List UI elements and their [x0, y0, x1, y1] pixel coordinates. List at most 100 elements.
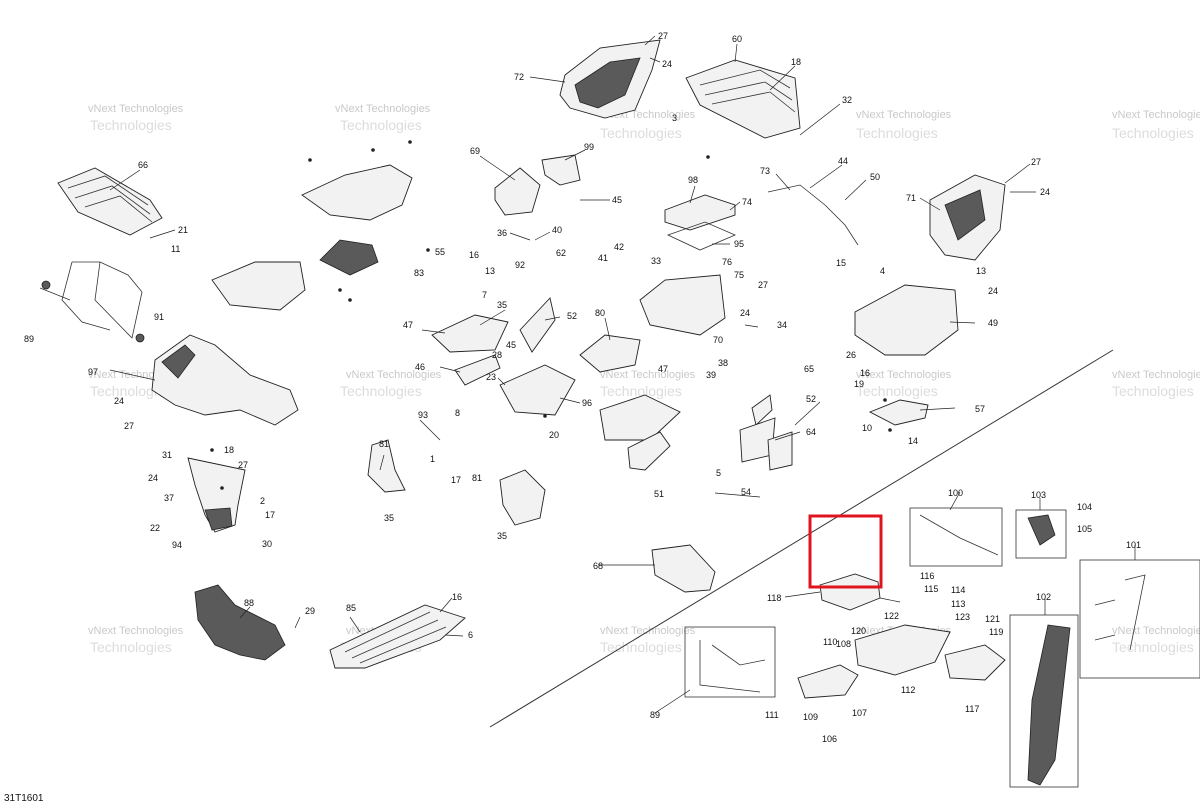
callout-label: 72	[514, 72, 524, 82]
callout-label: 114	[951, 585, 965, 595]
part-panel-65[interactable]	[751, 394, 773, 426]
part-handguard-100[interactable]	[919, 514, 999, 556]
callout-label: 96	[582, 398, 592, 408]
part-flap-81a[interactable]	[367, 439, 406, 493]
callout-label: 8	[455, 408, 460, 418]
part-panel-52[interactable]	[519, 297, 556, 353]
part-mount-103[interactable]	[1027, 514, 1056, 546]
part-headlight-88[interactable]	[194, 584, 286, 661]
callout-label: 93	[418, 410, 428, 420]
callout-label: 21	[178, 225, 188, 235]
watermark: Technologies	[600, 639, 682, 655]
selection-highlight[interactable]	[808, 514, 883, 589]
watermark: Technologies	[90, 639, 172, 655]
kit-frame-100	[909, 507, 1003, 567]
part-bumper-89b[interactable]	[699, 640, 766, 693]
callout-label: 116	[920, 571, 934, 581]
part-lid-98[interactable]	[664, 194, 736, 231]
callout-label: 35	[497, 531, 507, 541]
part-foot-well-49[interactable]	[854, 284, 959, 356]
callout-label: 41	[598, 253, 608, 263]
callout-label: 71	[906, 193, 916, 203]
callout-label: 29	[305, 606, 315, 616]
callout-label: 6	[468, 630, 473, 640]
callout-label: 117	[965, 704, 979, 714]
callout-label: 99	[584, 142, 594, 152]
callout-label: 51	[654, 489, 664, 499]
watermark: Technologies	[600, 383, 682, 399]
part-skid-plate-85[interactable]	[329, 604, 466, 669]
part-fender-47[interactable]	[431, 314, 509, 353]
watermark: vNext Technologies	[856, 369, 952, 381]
callout-label: 122	[884, 611, 899, 621]
callout-label: 54	[741, 487, 751, 497]
callout-label: 69	[470, 146, 480, 156]
kit-frame-89	[684, 626, 776, 698]
callout-label: 101	[1126, 540, 1141, 550]
part-plate-117[interactable]	[944, 644, 1006, 681]
callout-label: 106	[822, 734, 837, 744]
part-storage-box[interactable]	[211, 261, 306, 311]
part-panel-68[interactable]	[651, 544, 716, 593]
part-handle-73[interactable]	[767, 184, 859, 246]
part-front-bumper-89[interactable]	[39, 261, 143, 339]
callout-label: 40	[552, 225, 562, 235]
watermark: vNext Technologies	[335, 103, 431, 115]
part-rear-rack-60[interactable]	[685, 59, 801, 139]
callout-label: 39	[706, 370, 716, 380]
watermark: Technologies	[1112, 383, 1194, 399]
callout-label: 35	[384, 513, 394, 523]
watermark: vNext Technologies	[346, 369, 442, 381]
part-front-fender-97[interactable]	[151, 334, 299, 426]
callout-label: 66	[138, 160, 148, 170]
callout-label: 102	[1036, 592, 1051, 602]
callout-label: 108	[836, 639, 851, 649]
callout-label: 65	[804, 364, 814, 374]
callout-label: 5	[716, 468, 721, 478]
callout-label: 80	[595, 308, 605, 318]
watermark: Technologies	[90, 383, 172, 399]
part-storage-70[interactable]	[639, 274, 726, 336]
part-flap-81b[interactable]	[499, 469, 546, 526]
part-plate-118[interactable]	[819, 573, 881, 611]
part-grommet	[41, 280, 51, 290]
part-center-96[interactable]	[499, 364, 576, 416]
part-case-102[interactable]	[1027, 624, 1071, 786]
part-panel-51[interactable]	[627, 431, 671, 471]
callout-label: 44	[838, 156, 848, 166]
callout-label: 121	[985, 614, 1000, 624]
callout-label: 113	[951, 599, 965, 609]
part-console-upper[interactable]	[301, 164, 413, 221]
part-front-rack-66[interactable]	[57, 167, 163, 236]
part-seal-95[interactable]	[666, 221, 737, 251]
watermark: Technologies	[340, 117, 422, 133]
callout-label: 1	[430, 454, 435, 464]
part-dash-80[interactable]	[579, 334, 641, 373]
part-side-46[interactable]	[454, 354, 501, 386]
kit-frame-103	[1015, 509, 1067, 559]
watermark: Technologies	[600, 125, 682, 141]
callout-label: 95	[734, 239, 744, 249]
callout-label: 49	[988, 318, 998, 328]
part-footrest-57[interactable]	[868, 399, 929, 426]
callout-label: 118	[767, 593, 781, 603]
callout-label: 47	[403, 320, 413, 330]
part-plate-106[interactable]	[797, 664, 859, 699]
callout-label: 68	[593, 561, 603, 571]
part-fender-47b[interactable]	[599, 394, 681, 441]
part-rack-101[interactable]	[1094, 574, 1146, 651]
callout-labels: 27 24 72 60 18 32 3 66 21 11 69 99 45 44…	[24, 31, 1141, 744]
callout-label: 30	[262, 539, 272, 549]
callout-label: 105	[1077, 524, 1092, 534]
part-skid-112[interactable]	[854, 624, 951, 676]
callout-label: 24	[662, 59, 672, 69]
callout-label: 81	[472, 473, 482, 483]
part-panel-64[interactable]	[767, 431, 793, 471]
part-panel-99[interactable]	[541, 154, 581, 186]
callout-label: 104	[1077, 502, 1092, 512]
callout-label: 4	[880, 266, 885, 276]
part-cover-69[interactable]	[494, 167, 541, 216]
callout-label: 120	[851, 626, 866, 636]
callout-label: 27	[758, 280, 768, 290]
part-grommet	[135, 333, 145, 343]
